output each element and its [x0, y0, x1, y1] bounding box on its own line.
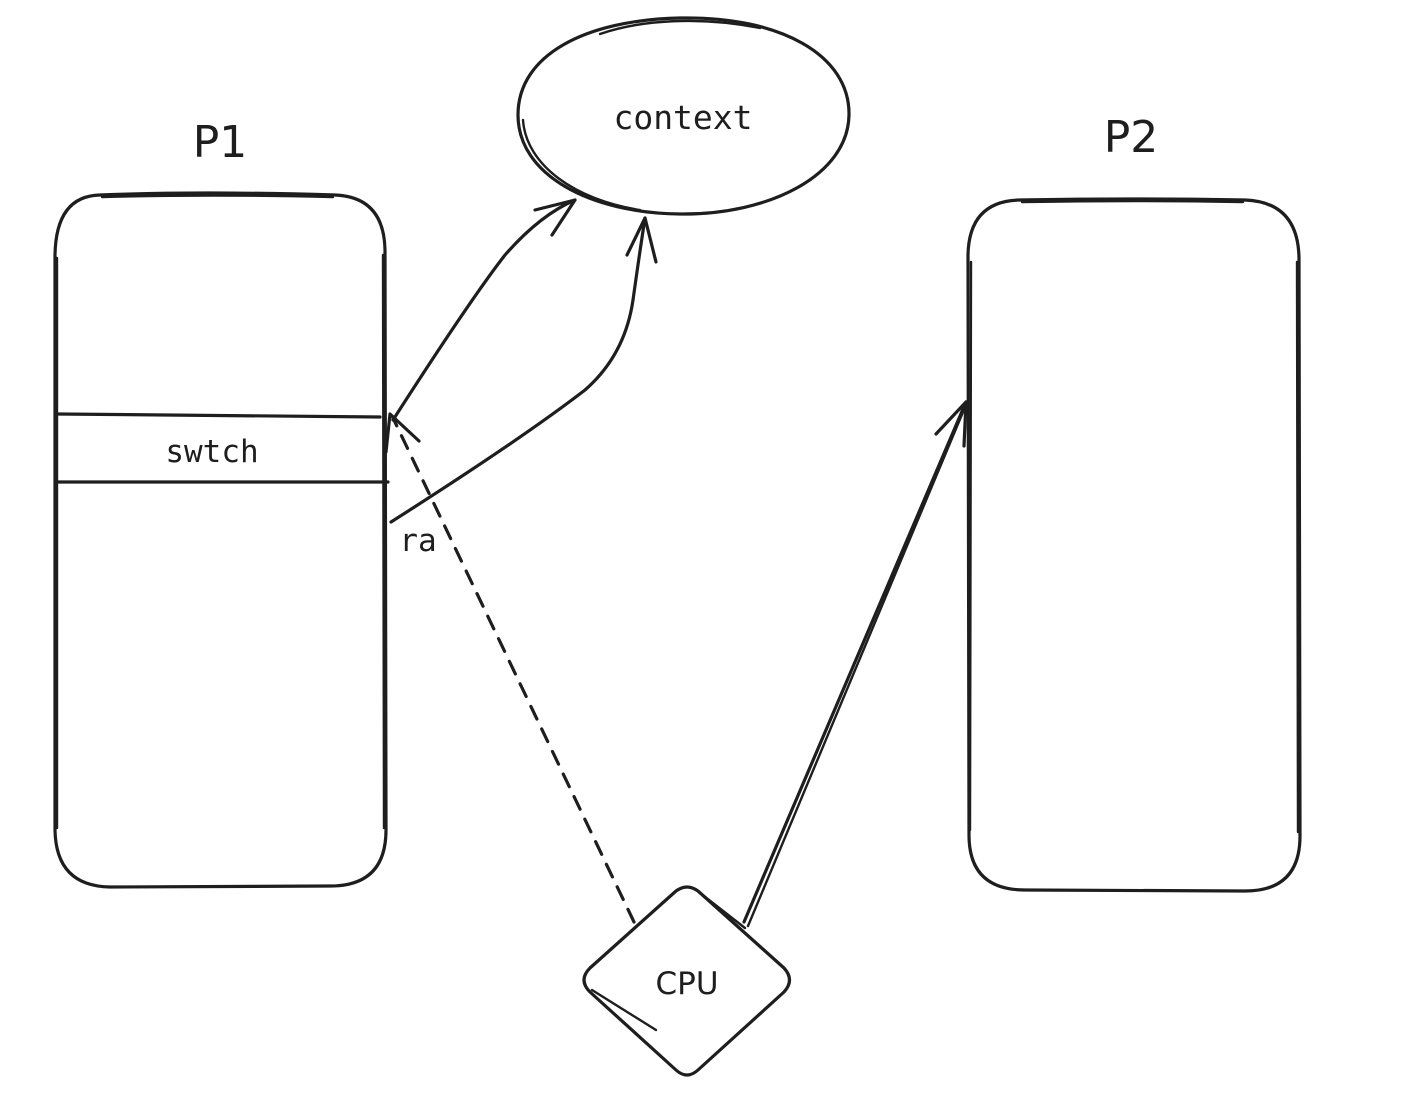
p1-box — [53, 191, 388, 889]
cpu-node[interactable]: CPU — [582, 885, 792, 1077]
context-node[interactable]: context — [516, 16, 851, 216]
arrow-cpu-to-swtch-line — [391, 416, 636, 924]
arrow-ra-to-context — [389, 216, 658, 524]
swtch-label: swtch — [165, 434, 258, 470]
arrow-cpu-to-p2-head — [934, 400, 968, 448]
arrow-cpu-to-p2-line-sketch — [746, 410, 965, 928]
cpu-diamond — [582, 885, 792, 1077]
arrow-cpu-to-p2 — [742, 400, 968, 928]
arrow-swtch-to-context-line — [391, 198, 577, 422]
ra-label: ra — [399, 523, 436, 559]
swtch-divider-top — [55, 412, 382, 419]
arrow-cpu-to-swtch-head — [384, 412, 421, 454]
p2-box — [966, 197, 1302, 893]
arrow-swtch-to-context-head — [533, 198, 577, 237]
context-label: context — [613, 98, 752, 137]
cpu-diamond-sketch — [590, 891, 747, 1032]
p1-box-sketch — [55, 194, 386, 830]
p2-box-sketch — [968, 199, 1300, 834]
cpu-label: CPU — [655, 966, 718, 1002]
p1-process[interactable]: P1 swtch — [53, 117, 390, 889]
arrow-ra-to-context-head — [625, 216, 658, 264]
p2-title: P2 — [1104, 112, 1159, 163]
arrow-cpu-to-p2-line — [742, 400, 968, 924]
context-ellipse — [516, 16, 851, 216]
context-ellipse-sketch — [521, 19, 762, 212]
arrow-swtch-to-context — [391, 198, 577, 422]
p1-title: P1 — [193, 117, 248, 168]
p2-process[interactable]: P2 — [966, 112, 1302, 893]
arrow-cpu-to-swtch — [384, 412, 636, 924]
arrow-ra-to-context-line — [389, 216, 647, 524]
